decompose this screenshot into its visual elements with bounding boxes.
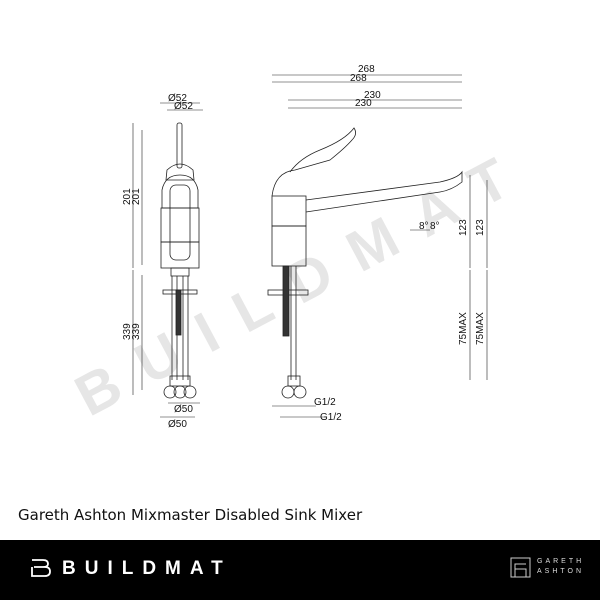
svg-text:339: 339	[122, 323, 133, 340]
product-title: Gareth Ashton Mixmaster Disabled Sink Mi…	[18, 506, 363, 524]
partner-line-2: ASHTON	[537, 568, 585, 575]
dimension-labels: Ø52 Ø52 201 201 339 339 Ø50 Ø50 268 268 …	[122, 64, 486, 430]
svg-text:G1/2: G1/2	[314, 397, 336, 408]
svg-text:Ø50: Ø50	[174, 404, 193, 415]
watermark: BUILDMAT	[65, 134, 543, 429]
svg-text:Ø50: Ø50	[168, 419, 187, 430]
svg-text:230: 230	[364, 90, 381, 101]
side-view	[267, 127, 463, 399]
svg-text:G1/2: G1/2	[320, 412, 342, 423]
front-view	[160, 122, 200, 399]
svg-text:75MAX: 75MAX	[475, 312, 486, 345]
svg-text:75MAX: 75MAX	[458, 312, 469, 345]
technical-drawing: BUILDMAT	[65, 64, 543, 430]
svg-text:8°: 8°	[419, 221, 429, 232]
footer-bar: BUILDMAT GARETH ASHTON	[0, 540, 600, 600]
gareth-ashton-logo-icon	[510, 557, 531, 578]
svg-text:Ø52: Ø52	[174, 101, 193, 112]
svg-text:201: 201	[122, 188, 133, 205]
brand-name: BUILDMAT	[62, 558, 232, 579]
svg-text:Ø52: Ø52	[168, 93, 187, 104]
svg-text:201: 201	[131, 188, 142, 205]
dimension-lines	[132, 74, 488, 418]
svg-text:268: 268	[350, 73, 367, 84]
svg-text:268: 268	[358, 64, 375, 75]
partner-name: GARETH ASHTON	[537, 557, 584, 577]
svg-text:230: 230	[355, 98, 372, 109]
partner-line-1: GARETH	[537, 558, 585, 565]
buildmat-logo-icon	[31, 559, 51, 577]
svg-text:BUILDMAT: BUILDMAT	[65, 134, 543, 429]
svg-text:339: 339	[131, 323, 142, 340]
svg-text:8°: 8°	[430, 221, 440, 232]
svg-text:123: 123	[458, 219, 469, 236]
svg-text:123: 123	[475, 219, 486, 236]
